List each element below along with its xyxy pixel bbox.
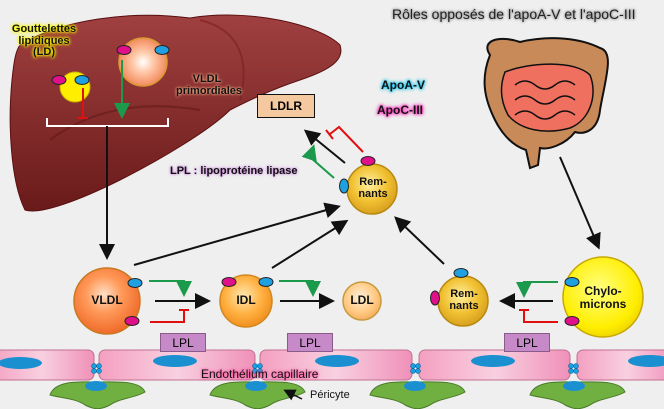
remnants-bottom-label: Rem- nants: [441, 288, 487, 312]
ldlr-label: LDLR: [270, 99, 302, 113]
label-line: primordiales: [176, 84, 243, 97]
nucleus: [85, 381, 107, 391]
vldl-to-remnants-arrow: [133, 202, 341, 266]
label-line: Rem-: [450, 288, 478, 300]
apoC3-inhibition: [329, 125, 364, 153]
apoC3-marker: [221, 277, 237, 287]
remnants-to-ldlr-arrow: [303, 129, 346, 164]
apoA5-marker: [453, 268, 469, 278]
apoC3-marker: [51, 75, 67, 85]
label-line: lipidiques: [18, 34, 70, 47]
nucleus: [245, 381, 267, 391]
remnants-top-label: Rem- nants: [350, 176, 396, 200]
apoA5-marker: [74, 75, 90, 85]
apoA5-marker: [339, 178, 349, 194]
chylomicrons-label: Chylo- microns: [570, 285, 636, 310]
apoA5-activation-arrow: [279, 280, 321, 297]
apoC3-marker: [430, 290, 440, 306]
apoA5-activation-arrow: [149, 280, 192, 297]
label-line: Rem-: [359, 176, 387, 188]
legend-apoA5: ApoA-V: [381, 78, 425, 92]
apoC3-marker: [564, 316, 580, 326]
apoC3-inhibition: [523, 310, 558, 323]
label-line: Chylo-: [584, 284, 622, 298]
idl-particle: [219, 274, 273, 328]
nucleus: [315, 355, 359, 367]
lpl-box: LPL: [287, 333, 333, 352]
idl-label: IDL: [236, 293, 256, 307]
endothelium: [0, 349, 664, 381]
apoA5-marker: [564, 277, 580, 287]
lpl-label: LPL: [516, 335, 538, 350]
label-line: microns: [579, 296, 627, 311]
lpl-box: LPL: [160, 333, 206, 352]
apoA5-marker: [258, 277, 274, 287]
nucleus: [471, 355, 515, 367]
pericyte-pointer-arrow: [283, 389, 303, 401]
apoA5-marker: [127, 278, 143, 288]
vldl-primordial-label: VLDL primordiales: [176, 73, 243, 97]
label-line: (LD): [33, 46, 55, 59]
junction: [91, 363, 579, 374]
legend-apoC3: ApoC-III: [377, 103, 423, 117]
idl-to-remnants-arrow: [271, 219, 349, 269]
lpl-label: LPL: [172, 335, 194, 350]
nucleus: [628, 355, 664, 367]
label-line: Gouttelettes: [11, 23, 77, 35]
intestine-to-chylo-arrow: [559, 156, 601, 250]
diagram-title: Rôles opposés de l'apoA-V et l'apoC-III: [392, 6, 636, 22]
apoC3-marker: [124, 316, 140, 326]
pericyte-label: Péricyte: [310, 389, 350, 401]
nucleus: [404, 381, 426, 391]
apoC3-marker: [360, 156, 376, 166]
lpl-label: LPL: [299, 335, 321, 350]
apoC3-marker: [116, 45, 132, 55]
vldl-label: VLDL: [91, 293, 123, 307]
label-line: VLDL: [192, 73, 222, 85]
chylomicron-particle: [562, 256, 644, 338]
lipid-droplets-label: Gouttelettes lipidiques (LD): [6, 23, 82, 59]
apoA5-marker: [154, 45, 170, 55]
apoC3-inhibition: [150, 310, 185, 323]
label-line: nants: [449, 299, 479, 312]
vldl-particle: [73, 267, 141, 335]
nucleus: [0, 357, 42, 369]
endothelium-label: Endothélium capillaire: [201, 367, 319, 381]
nucleus: [563, 381, 585, 391]
inhibition-bar: [325, 129, 334, 140]
lpl-legend: LPL : lipoprotéine lipase: [170, 165, 298, 177]
nucleus: [153, 355, 197, 367]
lpl-box: LPL: [504, 333, 550, 352]
apoA5-activation-arrow: [301, 144, 335, 179]
chylo-remnants-to-remnants-arrow: [394, 216, 445, 265]
intestine-illustration: [483, 37, 609, 170]
ldlr-box: LDLR: [257, 94, 315, 118]
ldl-particle: [342, 281, 382, 321]
label-line: nants: [358, 187, 388, 200]
apoA5-activation-arrow: [516, 281, 558, 298]
primordial-vldl: [118, 37, 168, 87]
ldl-label: LDL: [350, 293, 374, 307]
